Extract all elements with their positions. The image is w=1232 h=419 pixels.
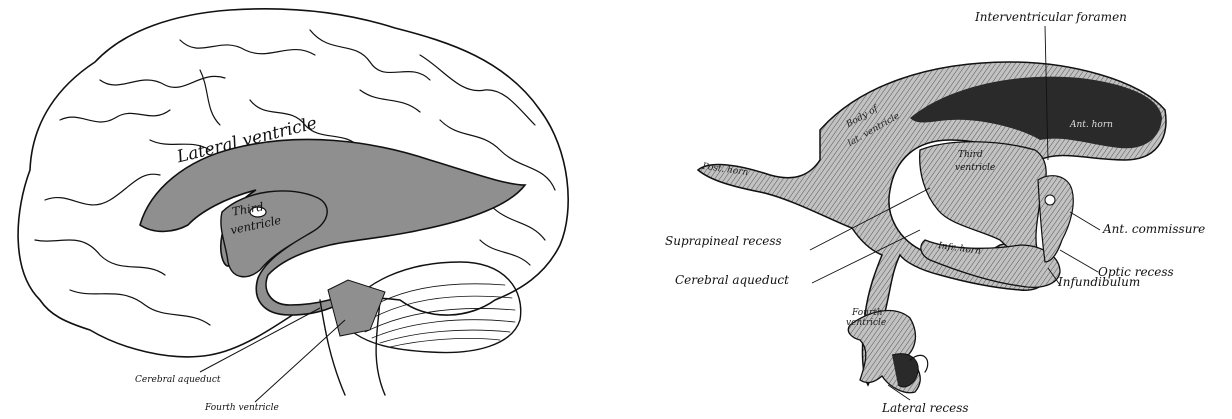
interventricular-foramen-label: Interventricular foramen bbox=[975, 10, 1127, 24]
suprapineal-recess-label: Suprapineal recess bbox=[665, 234, 782, 248]
third-ventricle-label-1: Third bbox=[958, 150, 983, 160]
brain-illustration bbox=[0, 0, 590, 419]
fourth-ventricle-label-1: Fourth bbox=[852, 308, 883, 318]
brain-ventricles-figure: Lateral ventricle Third ventricle Cerebr… bbox=[0, 0, 590, 419]
anterior-region bbox=[1038, 176, 1073, 262]
ant-commissure-label: Ant. commissure bbox=[1103, 222, 1205, 236]
ant-horn-label: Ant. horn bbox=[1070, 120, 1113, 130]
left-cerebral-aqueduct-label: Cerebral aqueduct bbox=[135, 375, 220, 385]
left-fourth-ventricle-label: Fourth ventricle bbox=[205, 403, 279, 413]
lateral-recess-label: Lateral recess bbox=[882, 401, 969, 415]
ventricular-cast-figure: Interventricular foramen Body of lat. ve… bbox=[620, 0, 1232, 419]
fourth-ventricle-label-2: ventricle bbox=[846, 318, 886, 328]
infundibulum-label: Infundibulum bbox=[1058, 275, 1140, 289]
ventricle-cast-illustration bbox=[620, 0, 1232, 419]
third-ventricle-label-2: ventricle bbox=[955, 163, 995, 173]
cerebral-aqueduct-label: Cerebral aqueduct bbox=[675, 273, 789, 287]
